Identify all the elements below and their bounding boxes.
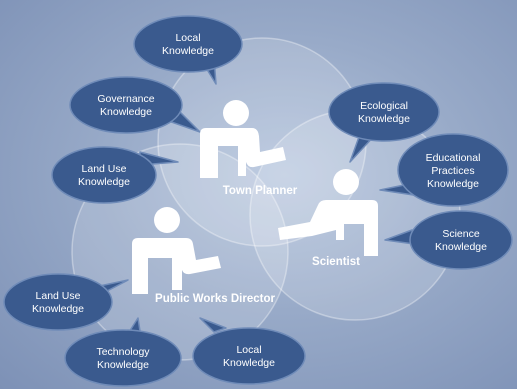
town-planner-label: Town Planner: [223, 185, 298, 197]
educational-knowledge-bubble: [397, 133, 509, 207]
town-planner-figure-icon: [200, 100, 286, 178]
ecological-knowledge-bubble: [328, 82, 440, 142]
science-knowledge-bubble: [409, 210, 513, 270]
local-knowledge-bottom-tail: [199, 317, 227, 333]
local-knowledge-bottom-bubble: [192, 327, 306, 385]
land-use-knowledge-upper-bubble: [51, 146, 157, 204]
land-use-knowledge-lower-bubble: [3, 273, 113, 331]
public-works-director-figure-icon: [132, 207, 221, 294]
public-works-director-label: Public Works Director: [155, 293, 275, 305]
scientist-label: Scientist: [312, 256, 360, 268]
governance-knowledge-bubble: [69, 76, 183, 134]
local-knowledge-top-bubble: [133, 15, 243, 73]
scientist-figure-icon: [278, 169, 378, 256]
technology-knowledge-bubble: [64, 329, 182, 387]
